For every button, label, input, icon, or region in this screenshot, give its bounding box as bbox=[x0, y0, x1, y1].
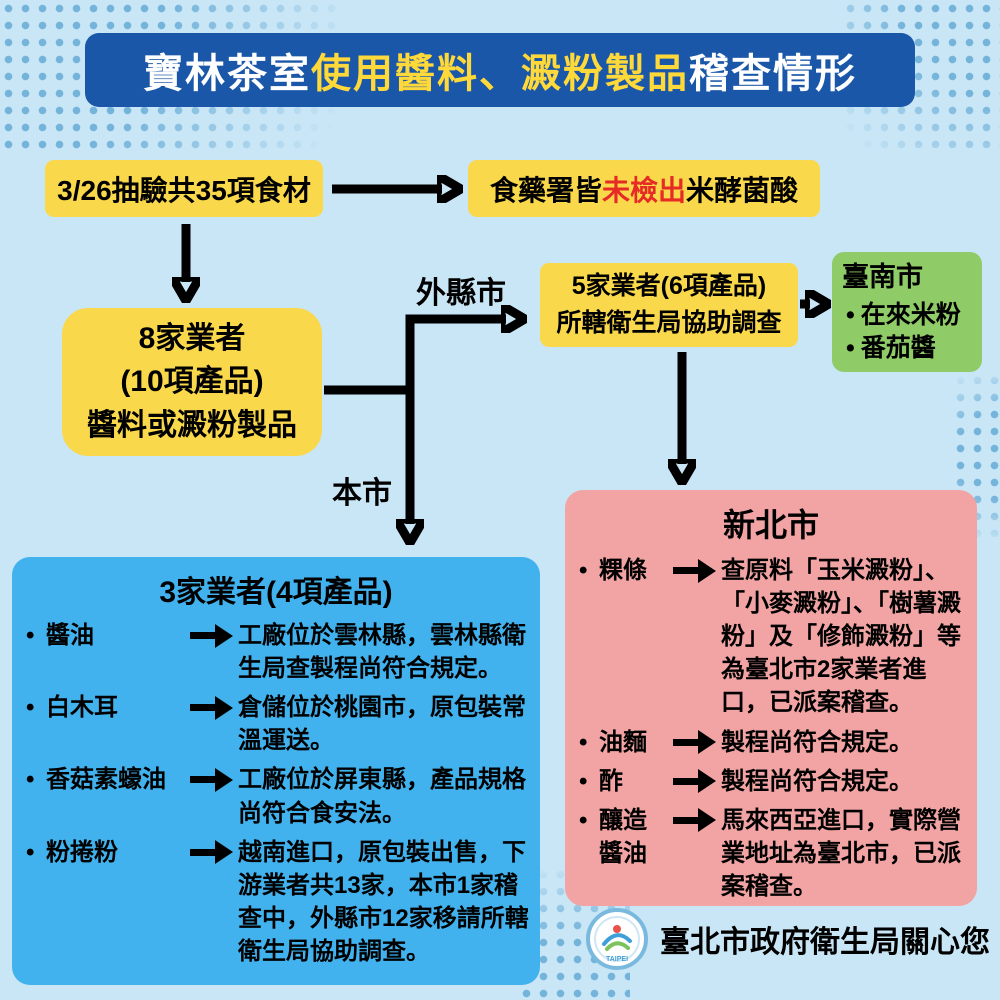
inspection-row: • 酢 製程尚符合規定。 bbox=[579, 765, 963, 798]
vendors8-line1: 8家業者 bbox=[138, 321, 246, 355]
vendors8-line3: 醬料或澱粉製品 bbox=[87, 408, 297, 442]
bullet-icon: • bbox=[26, 622, 35, 649]
vendors-8-box: 8家業者 (10項產品) 醬料或澱粉製品 bbox=[62, 308, 322, 456]
inspection-row: • 粿條 查原料「玉米澱粉」、「小麥澱粉」、「樹薯澱粉」及「修飾澱粉」等為臺北市… bbox=[579, 554, 963, 720]
new-taipei-box: 新北市 • 粿條 查原料「玉米澱粉」、「小麥澱粉」、「樹薯澱粉」及「修飾澱粉」等… bbox=[565, 490, 977, 906]
bullet-icon: • bbox=[846, 333, 855, 362]
row-desc: 查原料「玉米澱粉」、「小麥澱粉」、「樹薯澱粉」及「修飾澱粉」等為臺北市2家業者進… bbox=[721, 557, 961, 717]
row-item: 白木耳 bbox=[46, 694, 118, 722]
inspection-row: • 油麵 製程尚符合規定。 bbox=[579, 726, 963, 759]
arrow-right-icon bbox=[673, 816, 699, 824]
row-item: 油麵 bbox=[599, 728, 647, 756]
arrow-right-icon bbox=[190, 632, 216, 639]
vendors5-line2: 所轄衛生局協助調查 bbox=[556, 309, 782, 337]
footer-text: 臺北市政府衛生局關心您 bbox=[660, 926, 990, 959]
sample-date-text: 3/26抽驗共35項食材 bbox=[57, 174, 311, 206]
bullet-icon: • bbox=[579, 728, 588, 756]
title-banner: 寶林茶室使用醬料、澱粉製品稽查情形 bbox=[85, 33, 915, 107]
row-desc: 製程尚符合規定。 bbox=[721, 767, 913, 795]
arrow-right-icon bbox=[673, 738, 699, 746]
bullet-icon: • bbox=[26, 694, 35, 722]
row-desc: 越南進口，原包裝出售，下游業者共13家，本市1家稽查中，外縣市12家移請所轄衛生… bbox=[238, 838, 529, 965]
row-desc: 馬來西亞進口，實際營業地址為臺北市，已派案稽查。 bbox=[721, 806, 961, 900]
tfda-text-highlight: 未檢出 bbox=[601, 174, 686, 206]
bullet-icon: • bbox=[579, 806, 588, 834]
inspection-row: • 粉捲粉 越南進口，原包裝出售，下游業者共13家，本市1家稽查中，外縣市12家… bbox=[26, 836, 529, 968]
title-part2: 使用醬料、澱粉製品 bbox=[311, 52, 689, 96]
vendors5-line1: 5家業者(6項產品) bbox=[571, 271, 767, 300]
arrow-right-icon bbox=[673, 777, 699, 785]
title-part3: 稽查情形 bbox=[689, 52, 857, 96]
tfda-text-pre: 食藥署皆 bbox=[489, 174, 602, 206]
list-item: • 番茄醬 bbox=[846, 332, 972, 365]
vendors8-line2: (10項產品) bbox=[120, 365, 264, 399]
tainan-box: 臺南市 • 在來米粉 • 番茄醬 bbox=[832, 252, 982, 372]
label-local-city: 本市 bbox=[332, 477, 392, 510]
tfda-result-box: 食藥署皆未檢出米酵菌酸 bbox=[468, 160, 820, 217]
inspection-row: • 醬油 工廠位於雲林縣，雲林縣衛生局查製程尚符合規定。 bbox=[26, 619, 526, 685]
arrow-right-icon bbox=[190, 776, 216, 784]
row-item: 酢 bbox=[599, 767, 623, 795]
footer: TAIPEI 臺北市政府衛生局關心您 bbox=[586, 908, 990, 970]
bullet-icon: • bbox=[846, 301, 855, 330]
bullet-icon: • bbox=[579, 767, 588, 795]
row-item: 醬油 bbox=[46, 622, 94, 649]
inspection-row: • 香菇素蠔油 工廠位於屏東縣，產品規格尚符合食安法。 bbox=[26, 763, 526, 829]
inspection-row: • 白木耳 倉儲位於桃園市，原包裝常溫運送。 bbox=[26, 691, 526, 757]
row-item: 粉捲粉 bbox=[46, 838, 118, 866]
sample-date-box: 3/26抽驗共35項食材 bbox=[45, 160, 323, 217]
bullet-icon: • bbox=[26, 766, 35, 794]
title-part1: 寶林茶室 bbox=[143, 52, 311, 96]
row-desc: 倉儲位於桃園市，原包裝常溫運送。 bbox=[238, 694, 526, 755]
tainan-title: 臺南市 bbox=[842, 262, 923, 292]
arrow-right-icon bbox=[190, 704, 216, 712]
taipei-box: 3家業者(4項產品) • 醬油 工廠位於雲林縣，雲林縣衛生局查製程尚符合規定。 … bbox=[12, 557, 540, 985]
row-desc: 工廠位於雲林縣，雲林縣衛生局查製程尚符合規定。 bbox=[238, 622, 526, 683]
taipei-title: 3家業者(4項產品) bbox=[159, 576, 393, 609]
vendors-5-box: 5家業者(6項產品) 所轄衛生局協助調查 bbox=[540, 263, 798, 347]
tfda-text-post: 米酵菌酸 bbox=[686, 174, 799, 206]
inspection-row: • 釀造醬油 馬來西亞進口，實際營業地址為臺北市，已派案稽查。 bbox=[579, 804, 963, 903]
bullet-icon: • bbox=[26, 838, 35, 866]
row-item: 香菇素蠔油 bbox=[46, 766, 166, 794]
health-bureau-logo: TAIPEI bbox=[586, 908, 648, 970]
tainan-item: 在來米粉 bbox=[860, 301, 961, 330]
svg-text:TAIPEI: TAIPEI bbox=[606, 956, 628, 963]
arrow-right-icon bbox=[673, 567, 699, 574]
arrow-right-icon bbox=[190, 848, 216, 856]
row-desc: 製程尚符合規定。 bbox=[721, 728, 913, 756]
new-taipei-title: 新北市 bbox=[722, 507, 819, 543]
label-outer-counties: 外縣市 bbox=[416, 277, 506, 310]
row-desc: 工廠位於屏東縣，產品規格尚符合食安法。 bbox=[238, 766, 526, 827]
row-item: 粿條 bbox=[599, 557, 647, 584]
list-item: • 在來米粉 bbox=[846, 299, 972, 332]
bullet-icon: • bbox=[579, 557, 588, 584]
row-item: 釀造醬油 bbox=[599, 806, 647, 867]
tainan-item: 番茄醬 bbox=[860, 333, 936, 362]
